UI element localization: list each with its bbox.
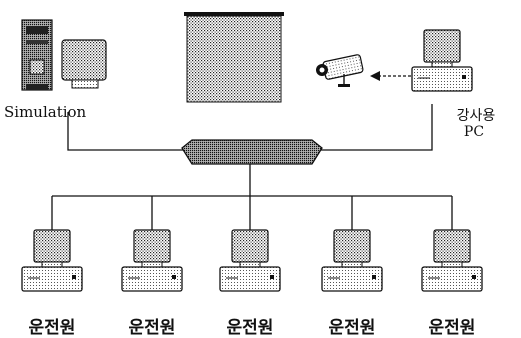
simulation-monitor-icon bbox=[62, 40, 106, 88]
driver-station-1-icon bbox=[22, 230, 82, 291]
driver-station-4-icon bbox=[322, 230, 382, 291]
projection-screen bbox=[184, 12, 284, 102]
driver-station-2-icon bbox=[122, 230, 182, 291]
driver-station-5-icon bbox=[422, 230, 482, 291]
network-hub bbox=[182, 140, 322, 164]
simulation-label: Simulation bbox=[4, 103, 87, 121]
station-labels: 운전원 운전원 운전원 운전원 운전원 bbox=[29, 318, 476, 338]
link-instructor-hub bbox=[316, 104, 432, 150]
driver-station-4-label: 운전원 bbox=[329, 318, 376, 338]
network-links bbox=[52, 104, 452, 230]
instructor-pc-icon bbox=[412, 30, 472, 91]
driver-station-1-label: 운전원 bbox=[29, 318, 76, 338]
driver-station-5-label: 운전원 bbox=[429, 318, 476, 338]
camera-icon bbox=[316, 54, 363, 87]
driver-station-3-icon bbox=[220, 230, 280, 291]
driver-station-2-label: 운전원 bbox=[129, 318, 176, 338]
instructor-label-line1: 강사용 bbox=[457, 108, 496, 124]
simulation-tower-icon bbox=[22, 20, 52, 90]
camera-control-arrow bbox=[370, 71, 416, 81]
instructor-label-line2: PC bbox=[464, 124, 484, 140]
driver-station-3-label: 운전원 bbox=[227, 318, 274, 338]
